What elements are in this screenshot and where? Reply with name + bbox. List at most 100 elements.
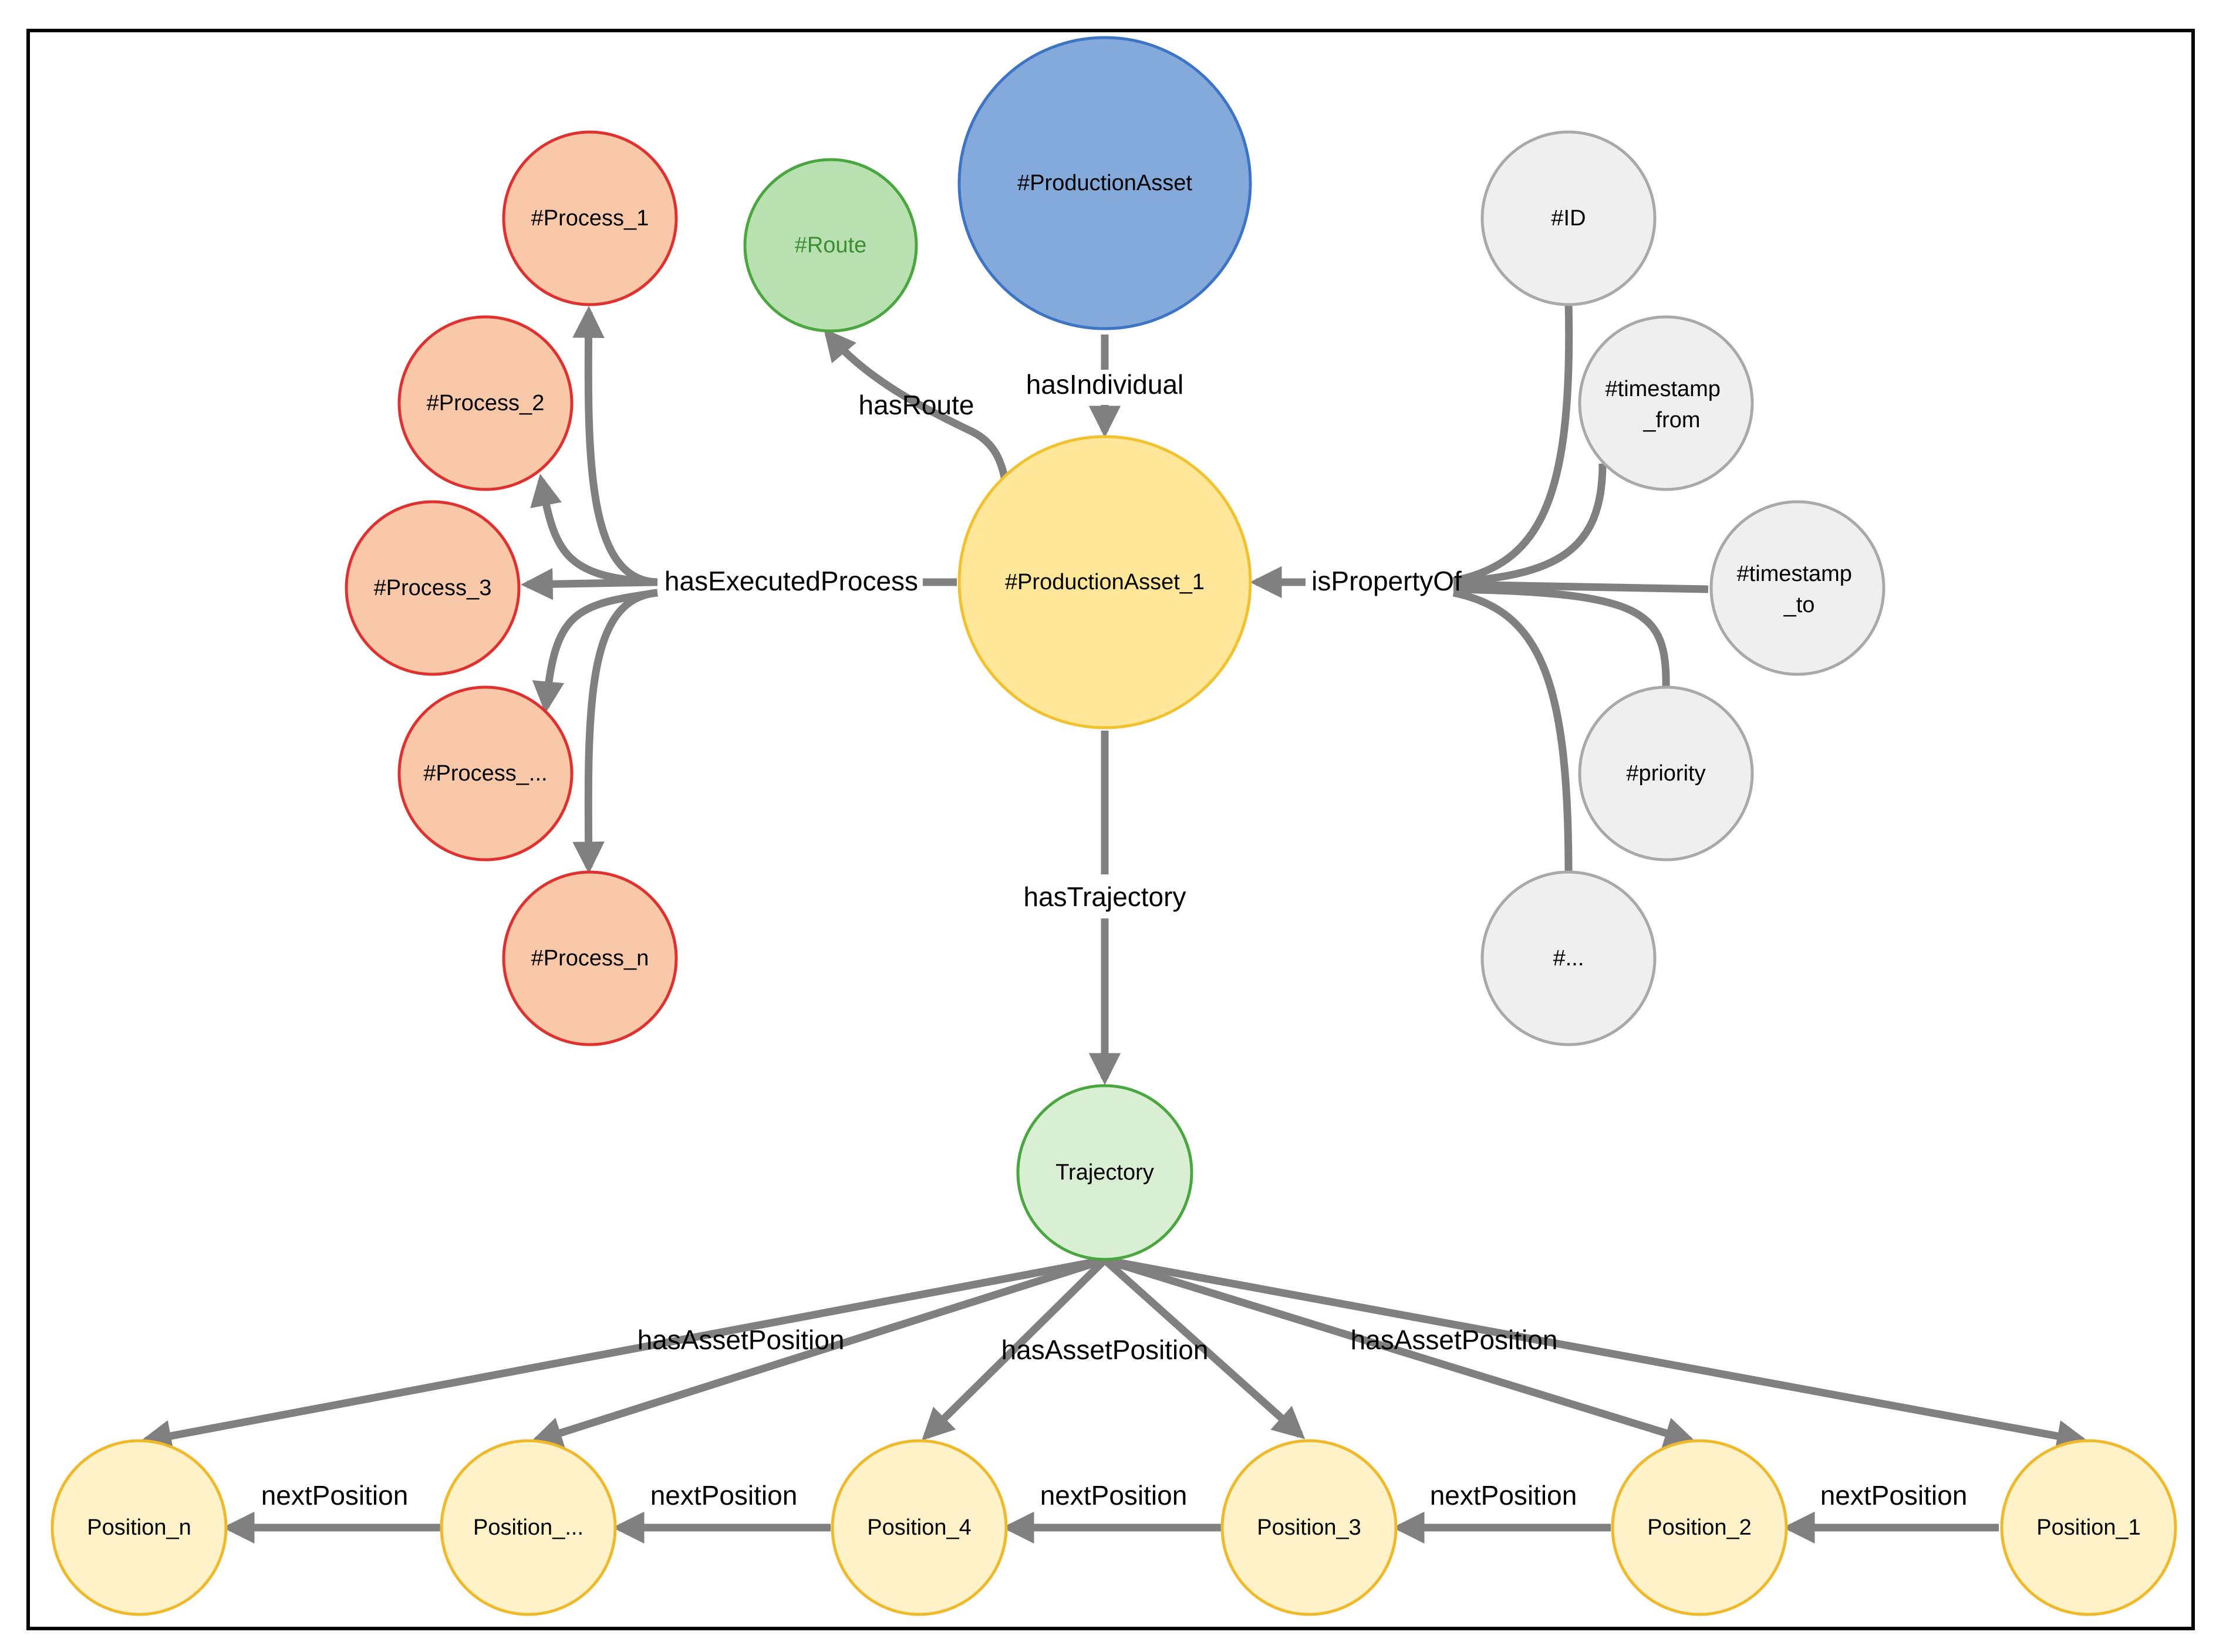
node-label: Position_n bbox=[87, 1515, 191, 1540]
node-circle bbox=[50, 1439, 228, 1616]
node-label: #Process_2 bbox=[427, 391, 545, 415]
node-label: #ID bbox=[1551, 206, 1586, 231]
label-has-trajectory: hasTrajectory bbox=[1024, 881, 1186, 912]
label-has-asset-position: hasAssetPosition bbox=[1351, 1325, 1558, 1355]
node-circle bbox=[440, 1439, 617, 1616]
edge-process-3 bbox=[521, 567, 658, 600]
edge-process-1 bbox=[572, 306, 658, 586]
node-label: #Process_n bbox=[531, 946, 649, 971]
edges bbox=[139, 302, 2089, 1544]
node-label-line: _from bbox=[1642, 408, 1700, 433]
diagram-frame bbox=[26, 29, 2195, 1630]
edge-property-more bbox=[1452, 589, 1573, 874]
node-circle bbox=[831, 1439, 1008, 1616]
node-property: #... bbox=[1480, 870, 1657, 1046]
node-label: #timestamp _to bbox=[1737, 562, 1859, 617]
node-label-line: _to bbox=[1783, 593, 1815, 617]
node-route: #Route bbox=[743, 158, 918, 333]
node-circle bbox=[2000, 1439, 2177, 1616]
node-label: #Process_1 bbox=[531, 206, 649, 231]
edge-asset-position-1 bbox=[1104, 1256, 2089, 1452]
node-label: #Route bbox=[795, 233, 867, 258]
node-circle bbox=[1480, 870, 1657, 1046]
edge-property-id bbox=[1452, 302, 1573, 585]
node-label-line: #timestamp bbox=[1737, 562, 1852, 586]
edge-asset-position-ellipsis bbox=[529, 1256, 1106, 1448]
node-property: #timestamp _to bbox=[1709, 500, 1886, 676]
label-next-position: nextPosition bbox=[1430, 1480, 1577, 1511]
node-property: #ID bbox=[1480, 130, 1657, 306]
node-label: #Process_... bbox=[423, 761, 547, 786]
node-label: #Process_3 bbox=[374, 576, 492, 600]
edge-asset-position-2 bbox=[1104, 1256, 1697, 1449]
node-process: #Process_... bbox=[397, 685, 574, 862]
edge-property-timestamp-from bbox=[1453, 463, 1607, 586]
node-circle bbox=[1709, 500, 1886, 676]
edge-asset-position-n bbox=[139, 1256, 1106, 1452]
node-position: Position_2 bbox=[1611, 1439, 1788, 1616]
node-process: #Process_1 bbox=[502, 130, 678, 306]
edge-asset-position-3 bbox=[1102, 1257, 1306, 1440]
process-nodes: #Process_1 #Process_2 #Process_3 #Proces… bbox=[345, 130, 678, 1046]
node-position: Position_4 bbox=[831, 1439, 1008, 1616]
node-production-asset-1: #ProductionAsset_1 bbox=[957, 435, 1252, 729]
node-circle bbox=[397, 315, 574, 491]
edge-property-timestamp-to bbox=[1453, 580, 1709, 593]
node-property: #priority bbox=[1578, 685, 1754, 862]
node-trajectory: Trajectory bbox=[1016, 1084, 1193, 1261]
node-label-line: #... bbox=[1553, 946, 1584, 971]
node-label-line: #ID bbox=[1551, 206, 1586, 231]
node-circle bbox=[1578, 315, 1754, 491]
node-circle bbox=[397, 685, 574, 862]
node-circle bbox=[1220, 1439, 1398, 1616]
node-property: #timestamp _from bbox=[1578, 315, 1754, 491]
edge-has-route bbox=[824, 328, 1009, 481]
node-label: #timestamp _from bbox=[1605, 377, 1727, 433]
node-circle bbox=[345, 500, 521, 676]
node-label-line: #timestamp bbox=[1605, 377, 1721, 401]
node-circle bbox=[1578, 685, 1754, 862]
label-next-position: nextPosition bbox=[1040, 1480, 1188, 1511]
label-has-asset-position: hasAssetPosition bbox=[638, 1325, 845, 1355]
node-label: Trajectory bbox=[1055, 1160, 1154, 1185]
node-label: #ProductionAsset bbox=[1017, 171, 1192, 195]
node-circle bbox=[1016, 1084, 1193, 1261]
node-label: #priority bbox=[1626, 761, 1705, 786]
node-circle bbox=[743, 158, 918, 333]
label-has-route: hasRoute bbox=[859, 390, 974, 420]
label-has-asset-position: hasAssetPosition bbox=[1001, 1335, 1209, 1365]
label-has-executed-process: hasExecutedProcess bbox=[665, 566, 918, 596]
node-circle bbox=[502, 130, 678, 306]
node-circle bbox=[1611, 1439, 1788, 1616]
node-label: #ProductionAsset_1 bbox=[1005, 570, 1205, 594]
edge-process-n bbox=[572, 589, 658, 874]
property-nodes: #ID #timestamp _from #timestamp _to #pri… bbox=[1480, 130, 1886, 1046]
node-label: Position_1 bbox=[2036, 1515, 2140, 1540]
node-circle bbox=[957, 435, 1252, 729]
node-circle bbox=[957, 36, 1252, 330]
node-label: #... bbox=[1553, 946, 1584, 971]
label-is-property-of: isPropertyOf bbox=[1311, 566, 1462, 596]
node-label: Position_... bbox=[473, 1515, 583, 1540]
edge-property-priority bbox=[1453, 585, 1670, 688]
label-next-position: nextPosition bbox=[1820, 1480, 1968, 1511]
node-label: Position_4 bbox=[867, 1515, 971, 1540]
node-position: Position_3 bbox=[1220, 1439, 1398, 1616]
edge-process-4 bbox=[532, 589, 658, 714]
node-position: Position_n bbox=[50, 1439, 228, 1616]
node-process: #Process_2 bbox=[397, 315, 574, 491]
label-next-position: nextPosition bbox=[650, 1480, 798, 1511]
node-circle bbox=[1480, 130, 1657, 306]
node-position: Position_... bbox=[440, 1439, 617, 1616]
node-process: #Process_n bbox=[502, 870, 678, 1046]
label-next-position: nextPosition bbox=[261, 1480, 409, 1511]
node-label-line: #priority bbox=[1626, 761, 1705, 786]
position-nodes: Position_n Position_... Position_4 Posit… bbox=[50, 1439, 2177, 1616]
edge-asset-position-4 bbox=[922, 1257, 1108, 1441]
label-has-individual: hasIndividual bbox=[1026, 369, 1184, 400]
node-process: #Process_3 bbox=[345, 500, 521, 676]
node-circle bbox=[502, 870, 678, 1046]
node-production-asset: #ProductionAsset bbox=[957, 36, 1252, 330]
node-position: Position_1 bbox=[2000, 1439, 2177, 1616]
